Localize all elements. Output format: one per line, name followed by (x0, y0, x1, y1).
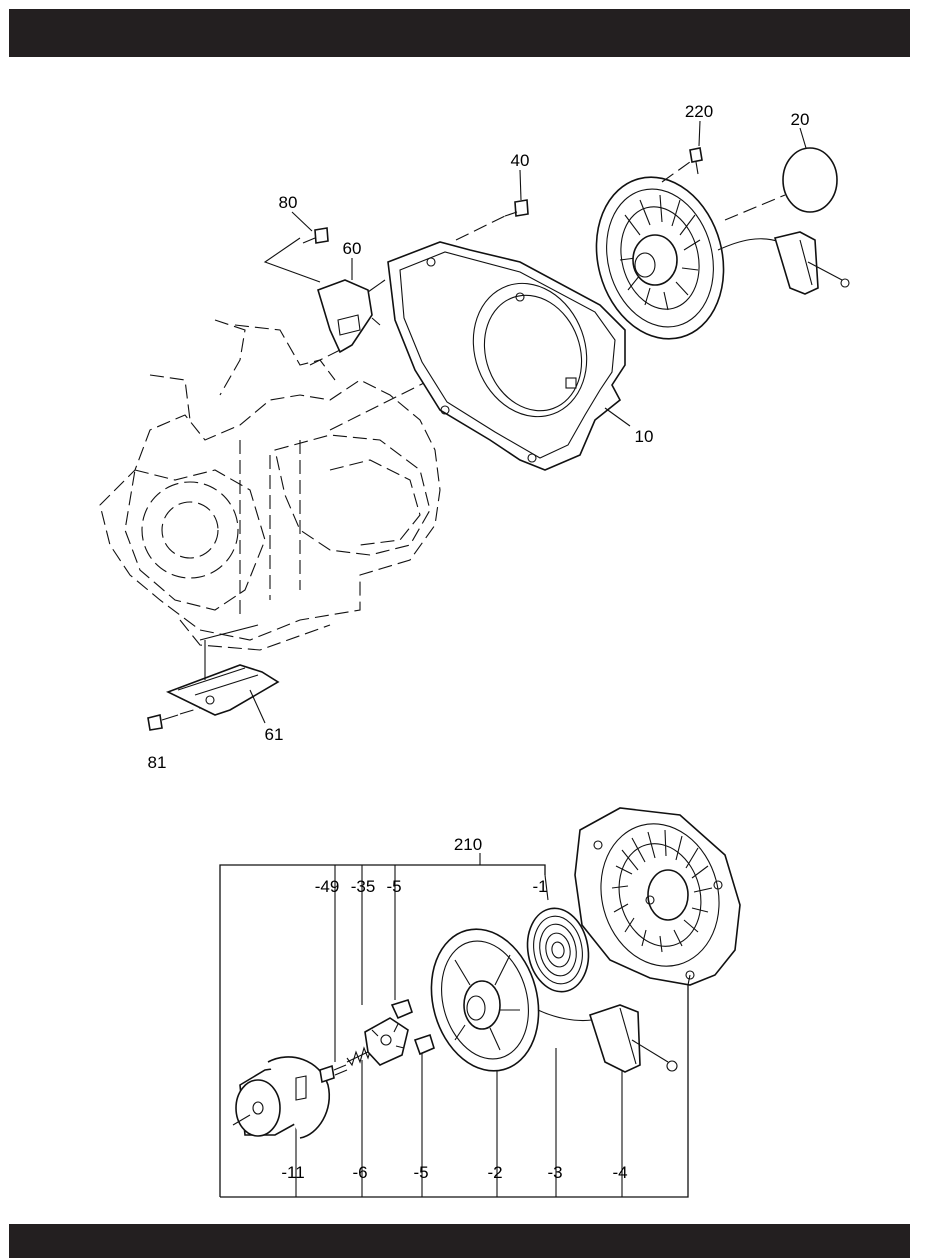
callout-10: 10 (635, 427, 654, 446)
callout-210: 210 (454, 835, 482, 854)
callout-35: -35 (351, 877, 376, 896)
guide-plate-35 (365, 1018, 408, 1065)
callout-2: -2 (487, 1163, 502, 1182)
callout-20: 20 (791, 110, 810, 129)
callout-40: 40 (511, 151, 530, 170)
callout-61: 61 (265, 725, 284, 744)
callout-49: -49 (315, 877, 340, 896)
starter-case (575, 808, 740, 985)
callout-4: -4 (612, 1163, 627, 1182)
callout-80: 80 (279, 193, 298, 212)
starter-rope (538, 1010, 592, 1021)
callout-81: 81 (148, 753, 167, 772)
bolt-40 (456, 200, 528, 240)
starter-cover-disc (783, 148, 837, 212)
starter-handle (590, 1005, 677, 1072)
callout-5-bottom: -5 (413, 1163, 428, 1182)
callout-11: -11 (281, 1163, 304, 1182)
starter-cup (233, 1057, 329, 1138)
bolt-80 (265, 228, 328, 282)
bottom-plate-61 (168, 625, 278, 715)
bolt-81 (148, 708, 200, 730)
callout-3: -3 (547, 1163, 562, 1182)
callout-6: -6 (352, 1163, 367, 1182)
bolt-220 (662, 148, 702, 182)
screw-49 (320, 1065, 347, 1082)
bracket-60 (310, 280, 385, 365)
callout-220: 220 (685, 102, 713, 121)
engine-block (100, 320, 440, 650)
callout-5-top: -5 (386, 877, 401, 896)
ratchet-pawl-top (392, 1000, 412, 1018)
callout-60: 60 (343, 239, 362, 258)
callout-1: -1 (532, 877, 547, 896)
ratchet-pawl-bottom (415, 1035, 434, 1054)
fan-shroud (388, 242, 625, 470)
